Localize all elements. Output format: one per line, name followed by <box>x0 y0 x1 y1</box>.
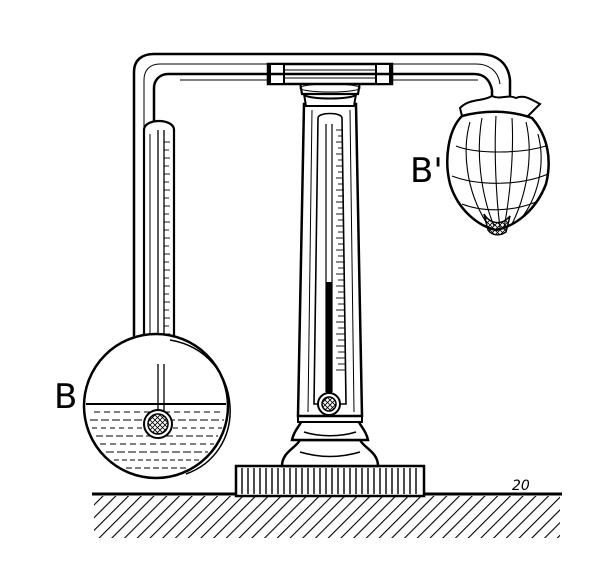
label-b: B <box>54 377 77 417</box>
central-column <box>296 102 364 418</box>
engraver-signature: 20 <box>512 478 530 494</box>
column-pedestal <box>280 415 380 468</box>
column-scale <box>336 129 346 371</box>
connecting-tube <box>132 52 512 340</box>
stand-base-block <box>234 464 426 498</box>
bulb-b <box>82 332 231 480</box>
column-capital <box>298 80 362 107</box>
table-surface <box>92 492 562 538</box>
bulb-b-prime <box>446 94 550 236</box>
label-b-prime: B' <box>410 151 443 191</box>
